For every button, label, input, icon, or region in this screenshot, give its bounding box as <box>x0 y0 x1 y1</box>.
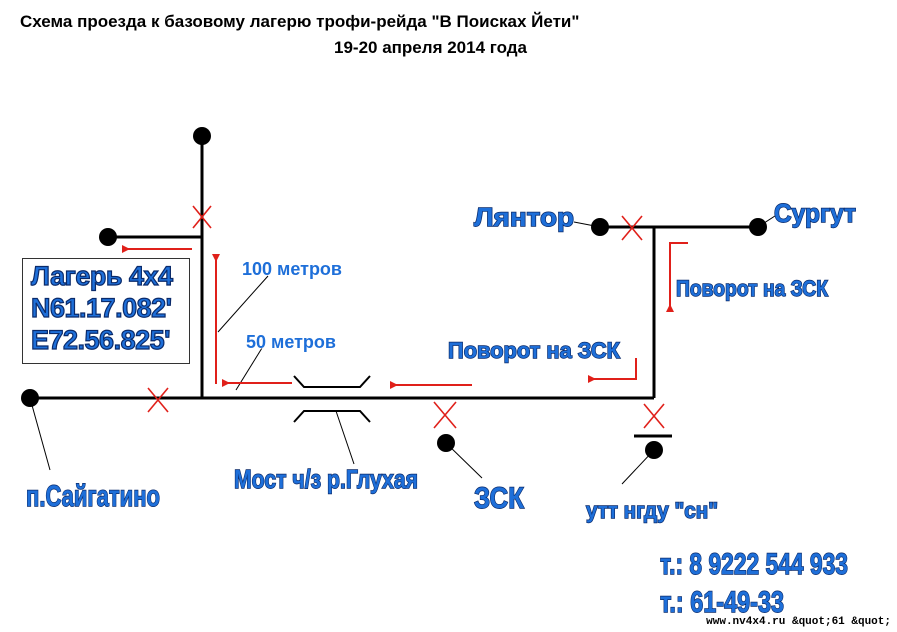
label-lyantor: Лянтор <box>474 202 574 232</box>
contact-phone-mobile: т.: 8 9222 544 933 <box>660 548 848 581</box>
contact-phone-city: т.: 61-49-33 <box>660 586 784 619</box>
lyantor-point <box>591 218 609 236</box>
label-turn-zsk-right: Поворот на ЗСК <box>676 276 828 301</box>
camp-longitude: E72.56.825' <box>30 324 171 355</box>
label-50m: 50 метров <box>246 332 336 352</box>
north-end-point <box>193 127 211 145</box>
cross-marker <box>643 403 665 429</box>
direction-arrows <box>122 242 688 389</box>
camp-info-box: Лагерь 4х4 N61.17.082' E72.56.825' <box>22 258 190 364</box>
camp-name: Лагерь 4х4 <box>30 260 173 291</box>
cross-markers <box>147 205 665 429</box>
watermark-text: www.nv4x4.ru &quot;61 &quot; <box>706 616 891 628</box>
camp-latitude: N61.17.082' <box>30 292 172 323</box>
label-zsk: ЗСК <box>474 482 525 515</box>
label-saygatino: п.Сайгатино <box>26 480 160 513</box>
label-utt: утт нгду "сн" <box>586 498 718 523</box>
cross-marker <box>621 215 643 241</box>
map-date: 19-20 апреля 2014 года <box>334 38 528 57</box>
zsk-point <box>437 434 455 452</box>
utt-point <box>645 441 663 459</box>
location-points <box>21 127 767 459</box>
map-labels: 100 метров 50 метров Лянтор Сургут Повор… <box>25 197 857 619</box>
label-surgut: Сургут <box>774 198 856 228</box>
cross-marker <box>192 205 212 229</box>
cross-marker <box>433 401 457 429</box>
saygatino-point <box>21 389 39 407</box>
label-turn-zsk-left: Поворот на ЗСК <box>448 338 621 363</box>
label-bridge: Мост ч/з р.Глухая <box>234 464 418 494</box>
label-100m: 100 метров <box>242 259 342 279</box>
roads <box>30 136 758 438</box>
camp-spur-point <box>99 228 117 246</box>
arrow-turn-left <box>588 358 637 383</box>
surgut-point <box>749 218 767 236</box>
bridge-symbol <box>293 375 371 423</box>
cross-marker <box>147 387 169 413</box>
arrow-turn-down <box>666 242 688 312</box>
map-title: Схема проезда к базовому лагерю трофи-ре… <box>20 12 580 31</box>
